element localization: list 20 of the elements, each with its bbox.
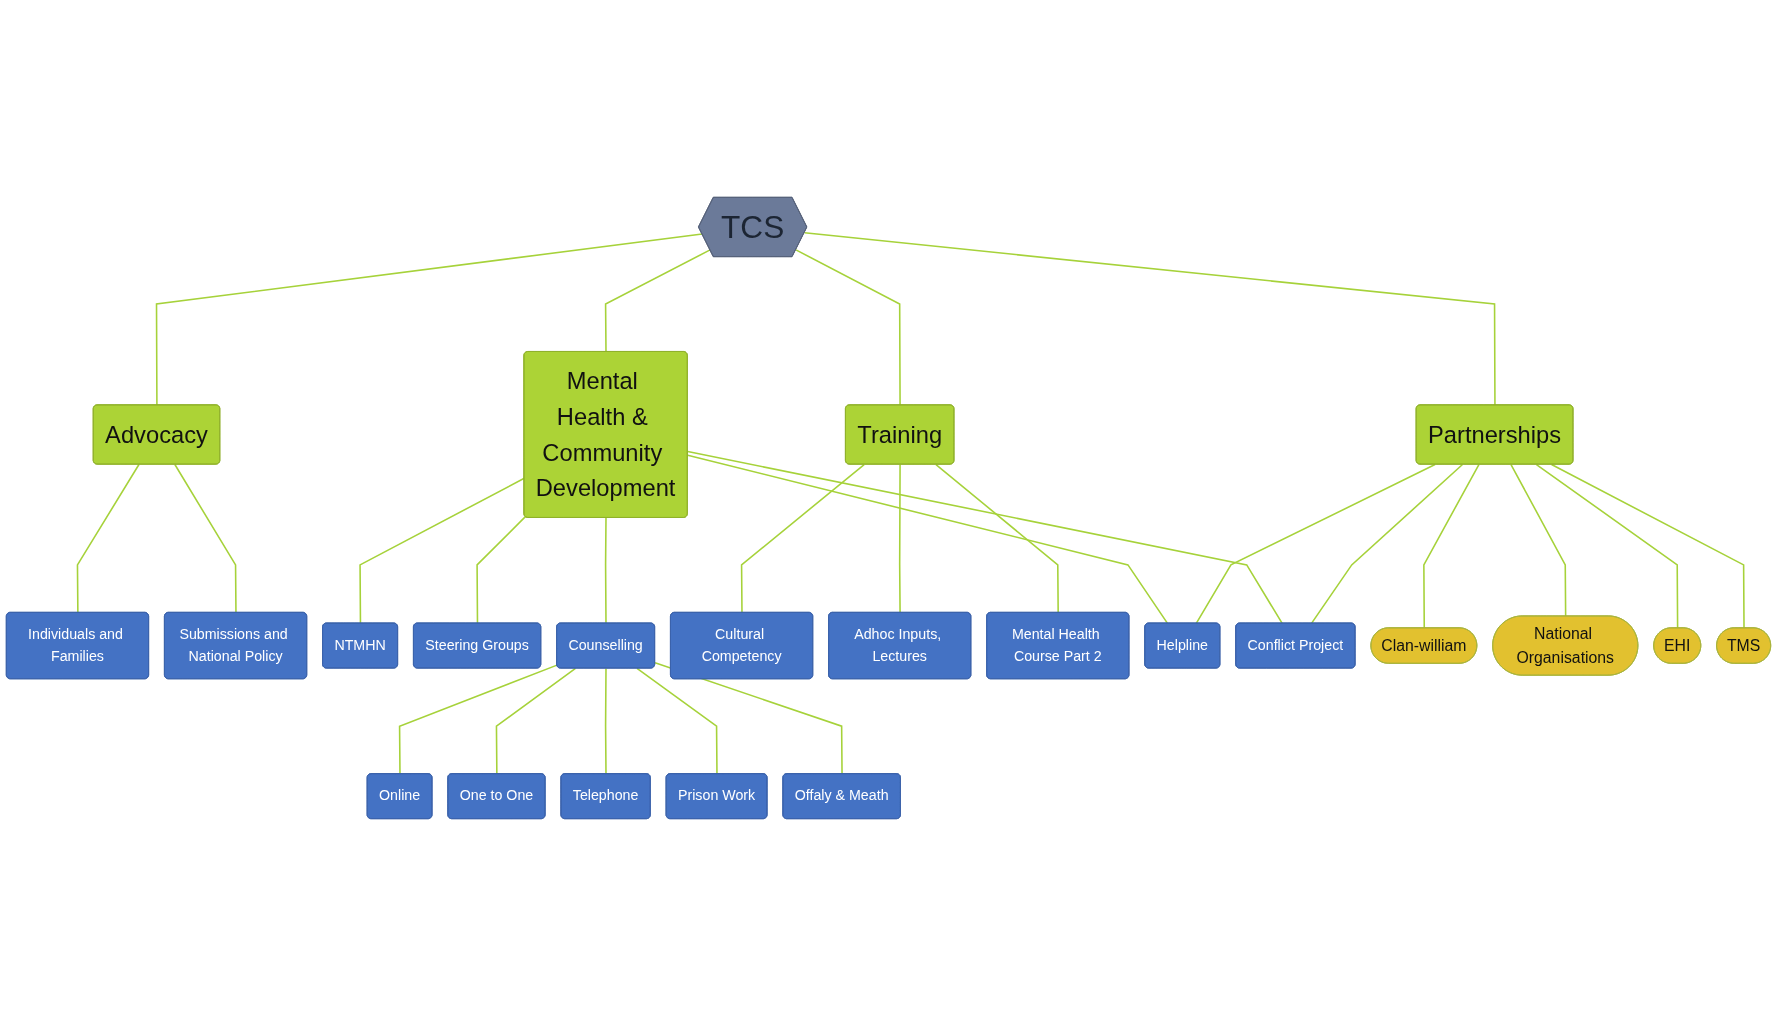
connector — [398, 664, 558, 775]
connector — [1535, 463, 1679, 629]
connector — [359, 477, 526, 625]
connector — [1310, 463, 1464, 625]
connector — [935, 463, 1059, 614]
connector — [686, 450, 1283, 625]
connector — [174, 463, 237, 614]
connector — [1423, 463, 1480, 629]
connector — [76, 463, 140, 614]
connector — [898, 463, 901, 614]
connector — [604, 249, 711, 353]
connector — [604, 517, 607, 625]
connector — [495, 667, 577, 775]
connector — [636, 667, 718, 775]
connector — [476, 515, 527, 625]
connector — [686, 454, 1169, 625]
connector — [604, 667, 607, 775]
connector — [1195, 463, 1436, 625]
connector — [1550, 463, 1745, 629]
connector — [740, 463, 865, 614]
